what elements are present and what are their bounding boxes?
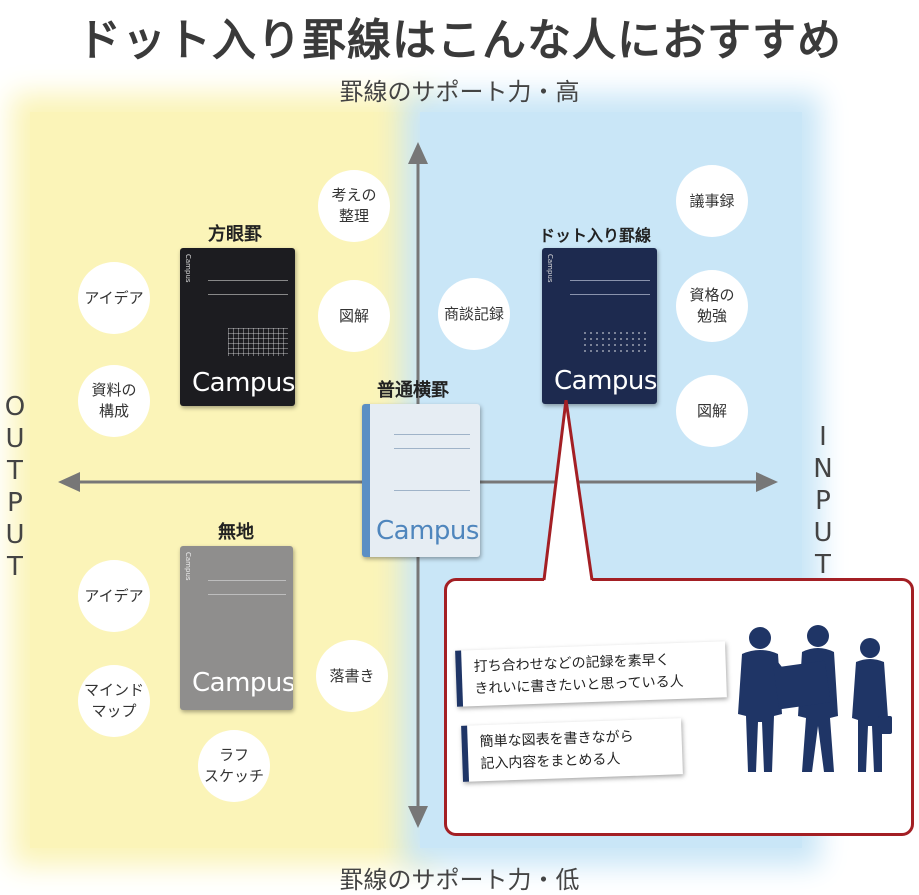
spine-text: Campus: [184, 552, 192, 581]
brand-logo: Campus: [554, 366, 657, 396]
circle-grid-idea: アイデア: [78, 262, 150, 334]
circle-grid-docs: 資料の 構成: [78, 365, 150, 437]
brand-logo: Campus: [192, 368, 295, 398]
caption-box-2: 簡単な図表を書きながら 記入内容をまとめる人: [461, 718, 683, 782]
circle-meeting: 商談記録: [438, 278, 510, 350]
axis-label-bottom: 罫線のサポート力・低: [339, 866, 580, 894]
brand-logo: Campus: [192, 668, 293, 698]
plain-notebook-label: 無地: [218, 522, 254, 543]
circle-plain-idea: アイデア: [78, 560, 150, 632]
dotted-notebook-label: ドット入り罫線: [538, 226, 651, 245]
circle-thinking: 考えの 整理: [318, 170, 390, 242]
circle-mindmap: マインド マップ: [78, 665, 150, 737]
people-silhouette-icon: [738, 625, 892, 772]
ruled-notebook: Campus: [362, 404, 480, 557]
grid-notebook: Campus Campus: [180, 248, 295, 406]
plain-notebook: Campus Campus: [180, 546, 293, 710]
spine-text: Campus: [546, 254, 554, 283]
ruled-notebook-label: 普通横罫: [377, 380, 449, 401]
axis-label-right: INPUT: [808, 422, 838, 582]
circle-doodle: 落書き: [316, 640, 388, 712]
page-title: ドット入り罫線はこんな人におすすめ: [77, 15, 842, 66]
circle-minutes: 議事録: [676, 165, 748, 237]
circle-study: 資格の 勉強: [676, 270, 748, 342]
circle-grid-diagram: 図解: [318, 280, 390, 352]
axis-label-left: OUTPUT: [0, 392, 30, 584]
callout-pointer: [542, 400, 594, 581]
caption-box-1: 打ち合わせなどの記録を素早く きれいに書きたいと思っている人: [455, 641, 727, 707]
brand-logo: Campus: [376, 516, 479, 546]
axis-label-top: 罫線のサポート力・高: [339, 78, 580, 106]
dotted-notebook: Campus Campus: [542, 248, 657, 404]
grid-notebook-label: 方眼罫: [208, 224, 262, 245]
circle-dot-diagram: 図解: [676, 375, 748, 447]
circle-sketch: ラフ スケッチ: [198, 730, 270, 802]
spine-text: Campus: [184, 254, 192, 283]
